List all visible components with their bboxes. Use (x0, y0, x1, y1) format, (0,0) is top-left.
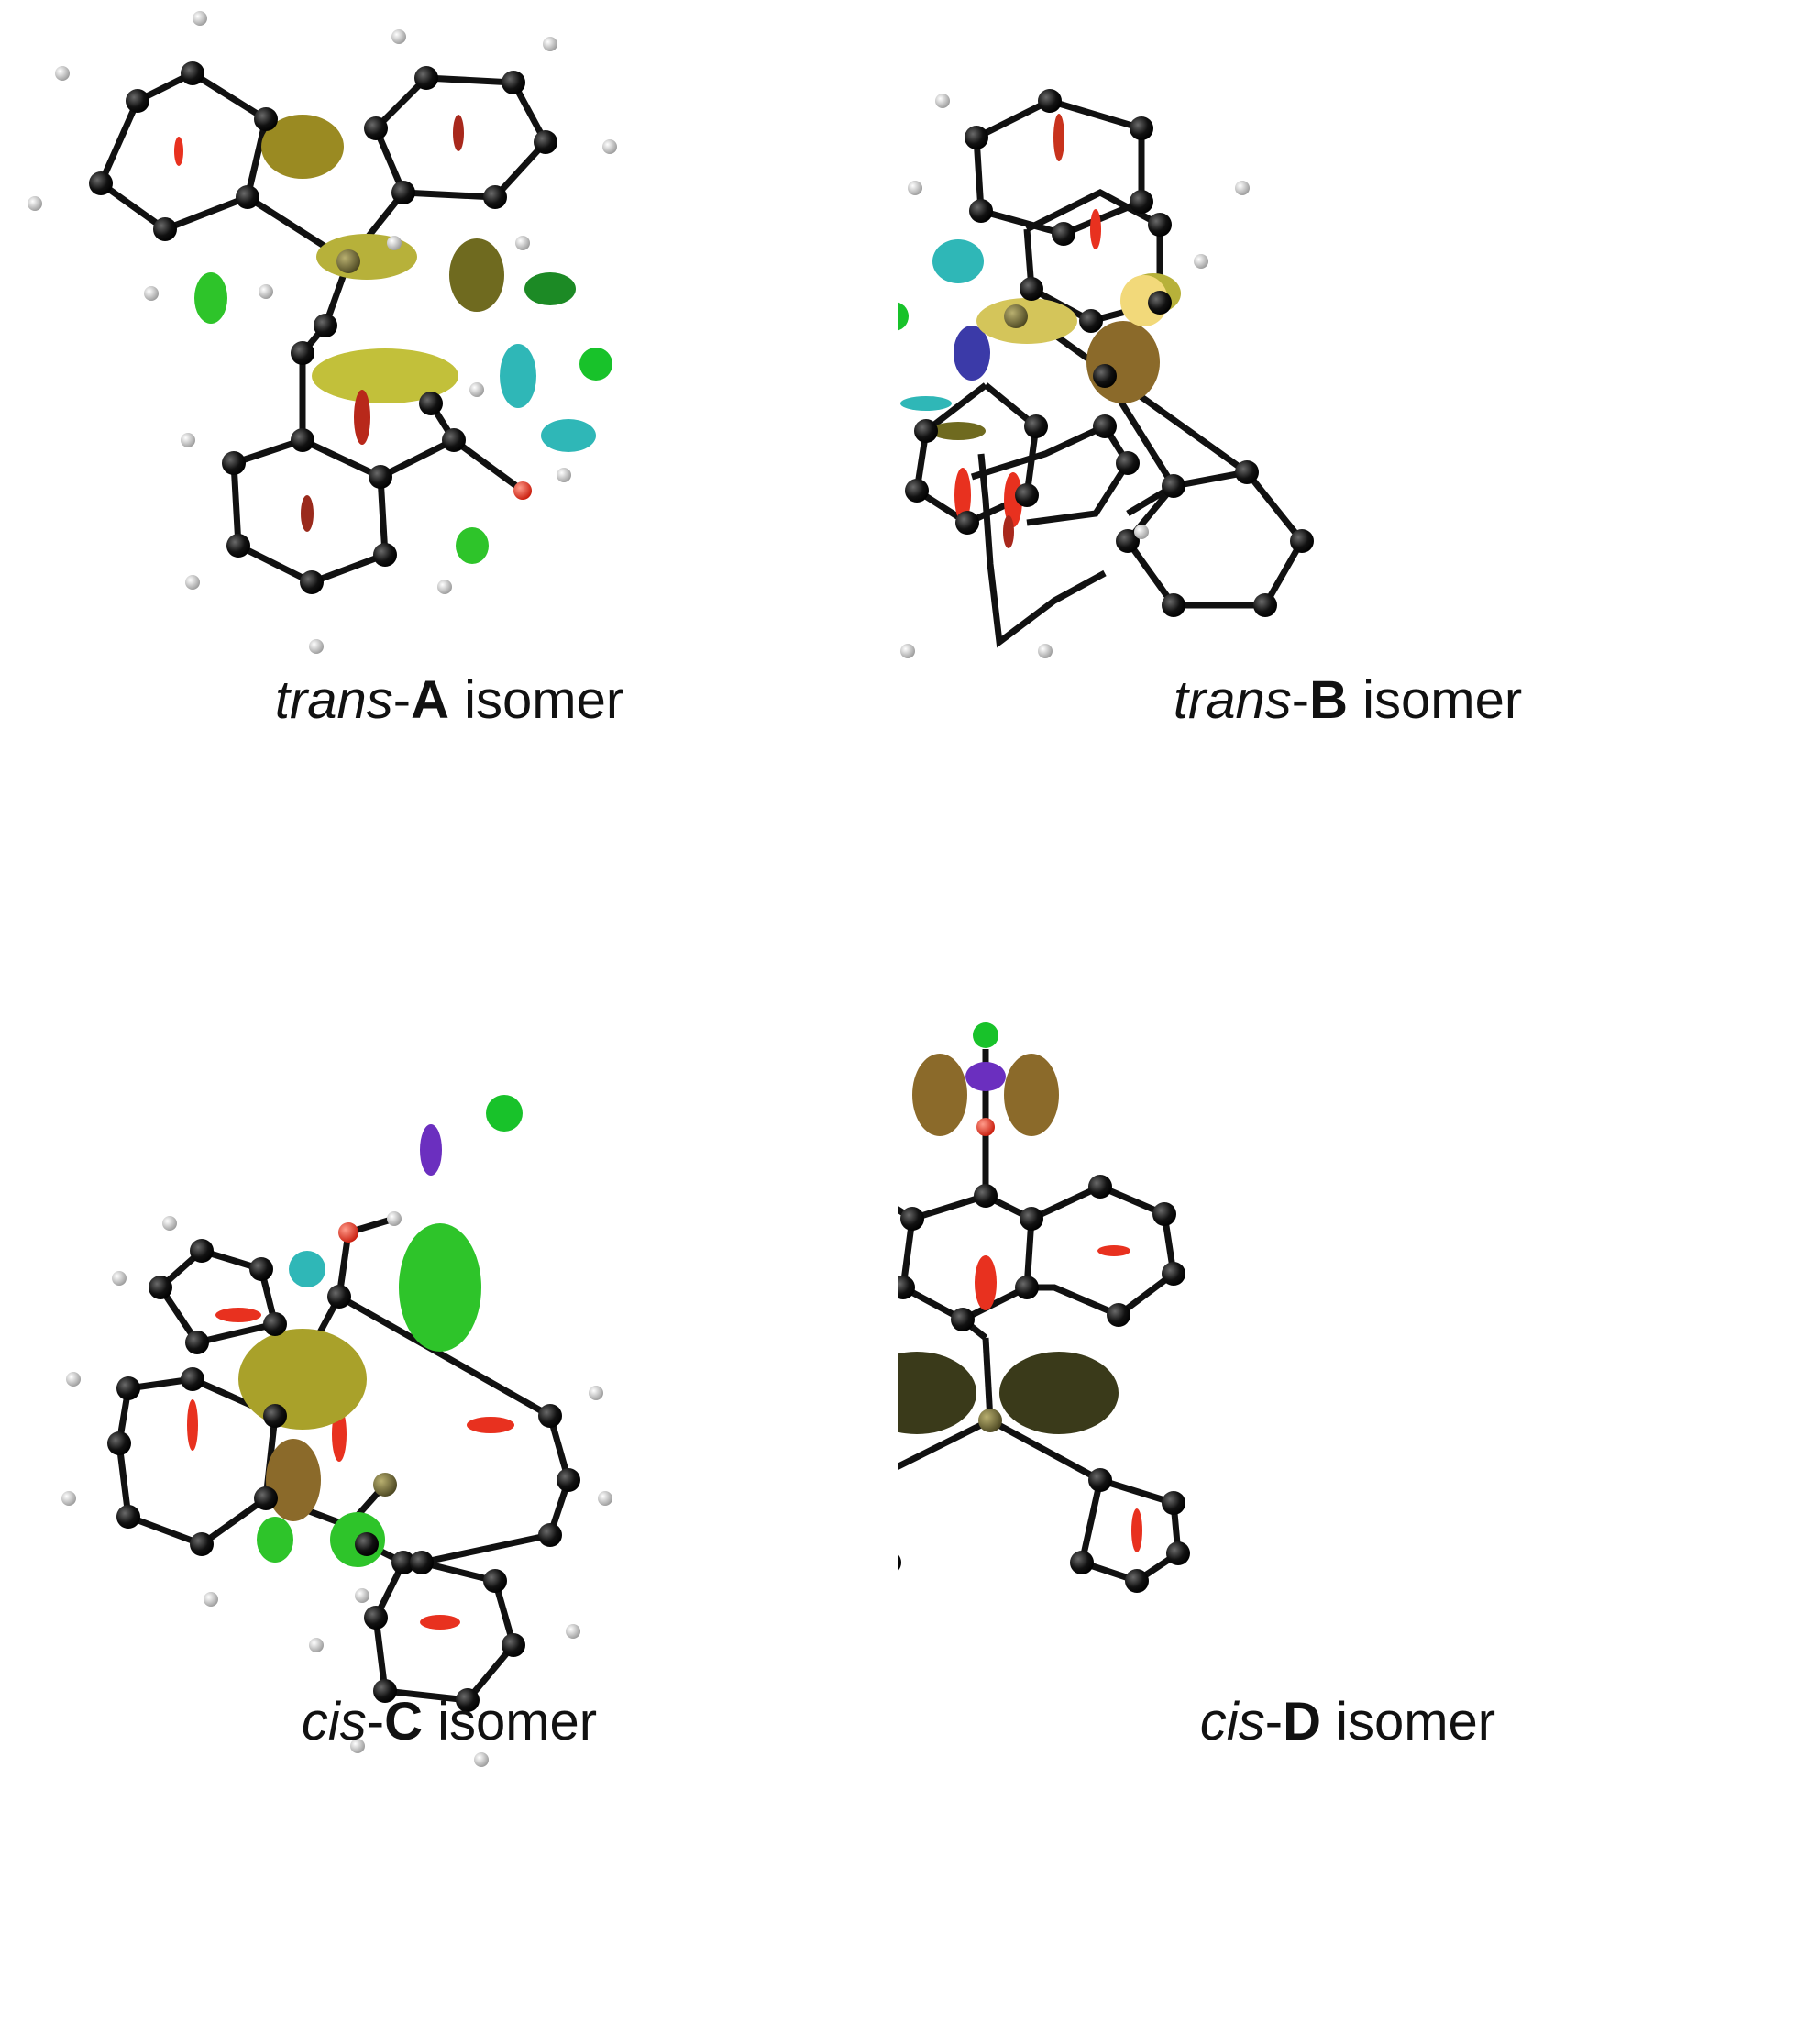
molecule-render-trans-a (28, 11, 617, 654)
caption-letter: B (1309, 670, 1348, 730)
caption-prefix: cis (1199, 1692, 1265, 1751)
caption-prefix: trans (274, 670, 393, 730)
panel-cis-c: cis-C isomer (0, 1022, 898, 2043)
caption-suffix: isomer (422, 1692, 598, 1751)
caption-letter: C (384, 1692, 423, 1751)
isomer-caption: trans-B isomer (898, 669, 1797, 731)
caption-letter: D (1283, 1692, 1321, 1751)
caption-prefix: trans (1173, 670, 1292, 730)
caption-suffix: isomer (449, 670, 624, 730)
caption-prefix: cis (301, 1692, 367, 1751)
panel-trans-a: trans-A isomer (0, 0, 898, 1022)
caption-separator: - (392, 670, 412, 730)
panel-trans-b: trans-B isomer (898, 0, 1797, 1022)
panel-cis-d: cis-D isomer (898, 1022, 1797, 2043)
isomer-caption: trans-A isomer (0, 669, 898, 731)
caption-separator: - (1291, 670, 1310, 730)
isomer-caption: cis-C isomer (0, 1691, 898, 1752)
caption-suffix: isomer (1320, 1692, 1496, 1751)
caption-separator: - (366, 1692, 385, 1751)
caption-suffix: isomer (1348, 670, 1523, 730)
molecule-render-cis-d (898, 1022, 1190, 1593)
caption-letter: A (411, 670, 449, 730)
isomer-caption: cis-D isomer (898, 1691, 1797, 1752)
molecule-render-cis-c (61, 1095, 612, 1767)
caption-separator: - (1264, 1692, 1284, 1751)
molecule-render-trans-b (898, 89, 1314, 658)
